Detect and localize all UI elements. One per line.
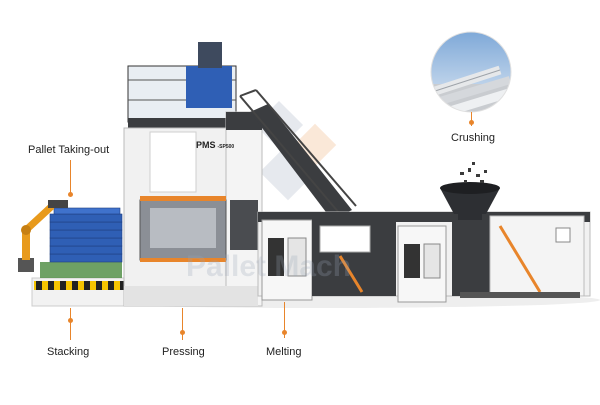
label-crushing: Crushing xyxy=(451,132,496,144)
motor xyxy=(198,42,222,68)
melting-unit xyxy=(257,211,591,303)
callout-line-crushing xyxy=(471,112,472,126)
pressing-unit: PMS-SP500 xyxy=(123,42,263,307)
pallet-stack xyxy=(49,207,123,263)
callout-dot-stacking xyxy=(68,318,73,323)
label-pallet-taking-out: Pallet Taking-out xyxy=(28,144,110,156)
callout-dot-pressing xyxy=(180,330,185,335)
plastic-flakes xyxy=(460,162,487,183)
callout-dot-crushing xyxy=(469,120,474,125)
stacking-unit xyxy=(18,200,128,307)
callout-dot-melting xyxy=(282,330,287,335)
crushing-unit xyxy=(440,162,500,220)
callout-line-pressing xyxy=(182,308,183,340)
robot-arm xyxy=(18,200,68,272)
incline-conveyor xyxy=(239,89,357,220)
label-melting: Melting xyxy=(266,346,302,358)
callout-line-pallet-taking-out xyxy=(70,160,71,196)
watermark-text: Pallet Mach xyxy=(186,250,351,283)
label-stacking: Stacking xyxy=(47,346,90,358)
crushing-material-photo xyxy=(430,31,512,113)
callout-dot-pallet-taking-out xyxy=(68,192,73,197)
label-pressing: Pressing xyxy=(162,346,205,358)
callout-line-stacking xyxy=(70,308,71,340)
callout-line-melting xyxy=(284,302,285,338)
hazard-stripe xyxy=(34,281,125,290)
press-model-label: PMS-SP500 xyxy=(196,140,234,150)
